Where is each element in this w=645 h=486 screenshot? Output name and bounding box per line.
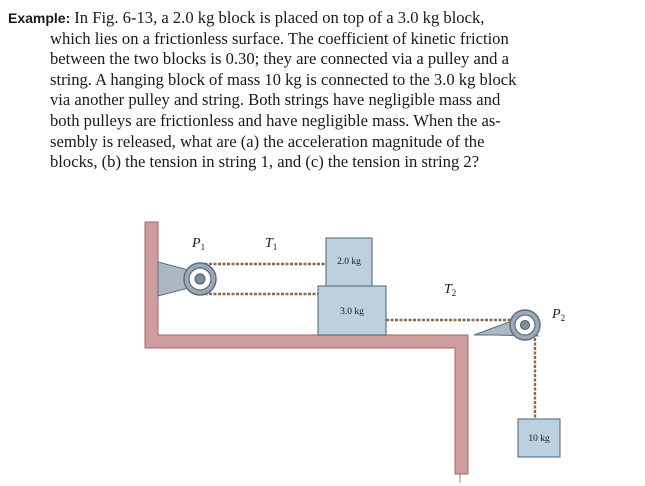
wall-shape [144, 221, 469, 475]
label-t2: T2 [444, 282, 456, 298]
problem-line-6: both pulleys are frictionless and have n… [50, 110, 501, 130]
problem-text: Example:In Fig. 6-13, a 2.0 kg block is … [8, 8, 638, 173]
block-2kg-label: 2.0 kg [337, 257, 361, 267]
pulley-p1 [157, 261, 217, 297]
problem-line-4: string. A hanging block of mass 10 kg is… [50, 69, 517, 89]
problem-line-3: between the two blocks is 0.30; they are… [50, 49, 509, 69]
pulley-p2 [473, 309, 541, 341]
block-10kg: 10 kg [517, 418, 561, 458]
problem-line-5: via another pulley and string. Both stri… [50, 90, 501, 110]
block-2kg: 2.0 kg [325, 237, 373, 287]
problem-line-1: Example:In Fig. 6-13, a 2.0 kg block is … [8, 8, 485, 27]
problem-line-8: blocks, (b) the tension in string 1, and… [50, 152, 480, 172]
wall-structure [144, 221, 469, 475]
example-label: Example: [8, 10, 71, 26]
problem-line-7: sembly is released, what are (a) the acc… [50, 131, 485, 151]
block-3kg: 3.0 kg [317, 285, 387, 336]
label-p2: P2 [551, 307, 565, 323]
problem-line-2: which lies on a frictionless surface. Th… [50, 28, 509, 48]
label-t1: T1 [265, 236, 277, 252]
block-10kg-label: 10 kg [528, 434, 550, 444]
label-p1: P1 [191, 236, 205, 252]
block-3kg-label: 3.0 kg [340, 307, 364, 317]
